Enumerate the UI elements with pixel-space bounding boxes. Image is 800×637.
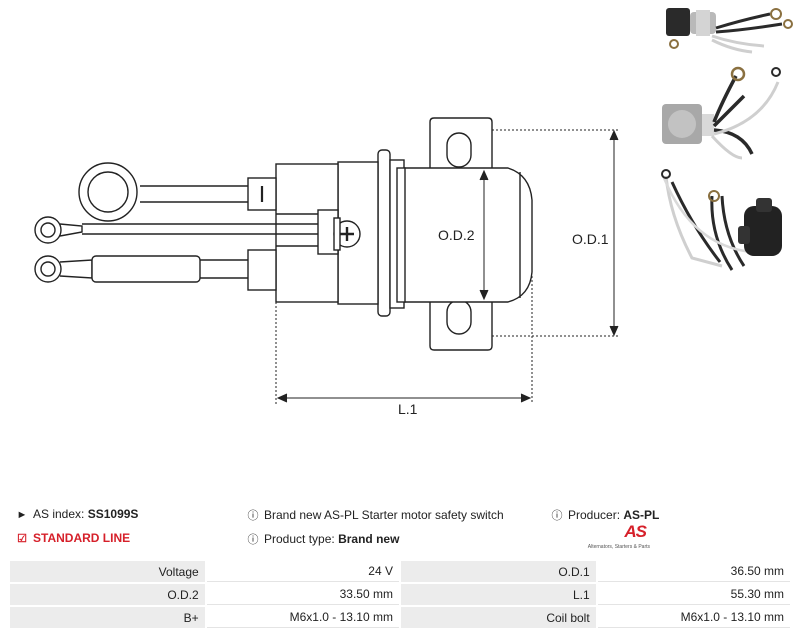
spec-key: B+ [10, 607, 205, 628]
as-index: ►AS index: SS1099S [16, 507, 139, 521]
spec-value: M6x1.0 - 13.10 mm [597, 607, 790, 628]
spec-key: Coil bolt [400, 607, 596, 628]
product-photo-3[interactable] [652, 166, 800, 278]
spec-key: O.D.1 [400, 561, 596, 582]
info-icon: ⓘ [551, 510, 563, 522]
spec-value: 36.50 mm [597, 561, 790, 582]
tag-icon: ► [16, 509, 28, 521]
producer-value: AS-PL [623, 508, 660, 522]
od2-label: O.D.2 [438, 227, 475, 243]
checkbox-icon: ☑ [17, 533, 27, 545]
info-icon: ⓘ [247, 534, 259, 546]
brand-logo: AS Alternators, Starters & Parts [586, 522, 650, 552]
spec-key: Voltage [10, 561, 205, 582]
spec-value: 33.50 mm [206, 584, 399, 605]
product-photo-1[interactable] [652, 0, 800, 58]
product-type-value: Brand new [338, 532, 400, 546]
standard-line: ☑STANDARD LINE [17, 531, 131, 545]
spec-value: 24 V [206, 561, 399, 582]
product-photo-2[interactable] [652, 62, 800, 162]
spec-key: O.D.2 [10, 584, 205, 605]
l1-label: L.1 [398, 401, 418, 417]
info-icon: ⓘ [247, 510, 259, 522]
as-index-value: SS1099S [87, 507, 139, 521]
spec-key: L.1 [400, 584, 596, 605]
solenoid-drawing: O.D.2 O.D.1 L.1 [34, 117, 620, 417]
spec-value: 55.30 mm [597, 584, 790, 605]
spec-value: M6x1.0 - 13.10 mm [206, 607, 399, 628]
logo-tagline: Alternators, Starters & Parts [587, 544, 650, 550]
logo-text: AS [624, 522, 647, 541]
od1-label: O.D.1 [572, 231, 609, 247]
